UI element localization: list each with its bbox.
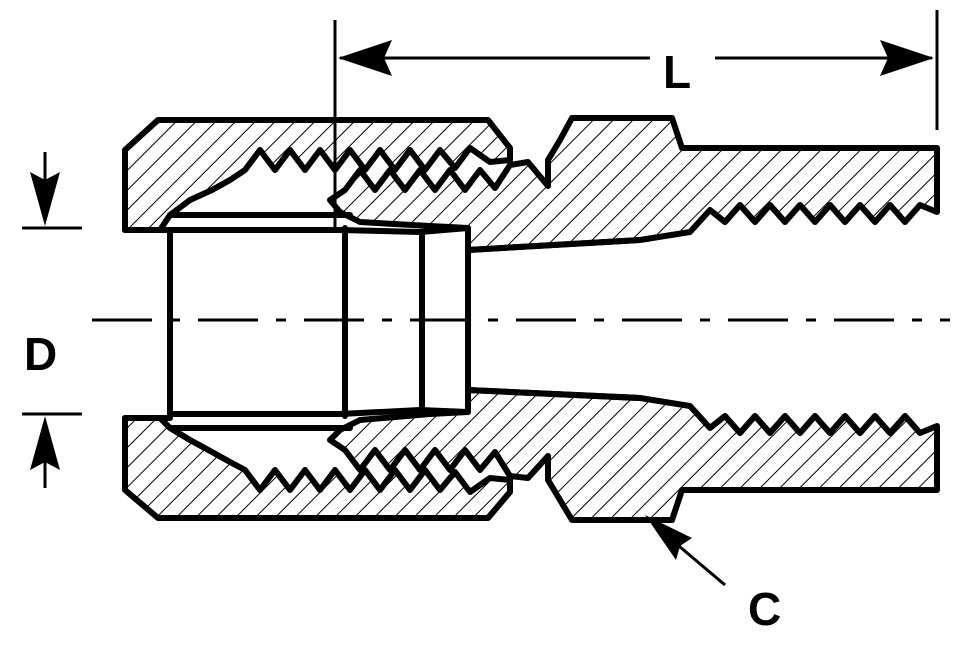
length-label: L	[663, 46, 691, 98]
bore-upper-line	[465, 237, 643, 253]
l-arrow-left-icon	[338, 40, 392, 76]
ferrule-outline	[167, 225, 471, 417]
nut-lower-section	[122, 415, 513, 521]
d-arrow-up-icon	[30, 416, 60, 470]
l-arrow-right-icon	[880, 40, 934, 76]
connector-upper-section	[327, 115, 940, 253]
c-arrow-icon	[645, 515, 692, 560]
diameter-label: D	[24, 328, 57, 380]
component-label: C	[748, 583, 781, 635]
connector-lower-section	[327, 387, 940, 523]
nut-upper-section	[122, 117, 513, 233]
d-arrow-down-icon	[30, 172, 60, 226]
bore-lower-line	[465, 387, 643, 401]
